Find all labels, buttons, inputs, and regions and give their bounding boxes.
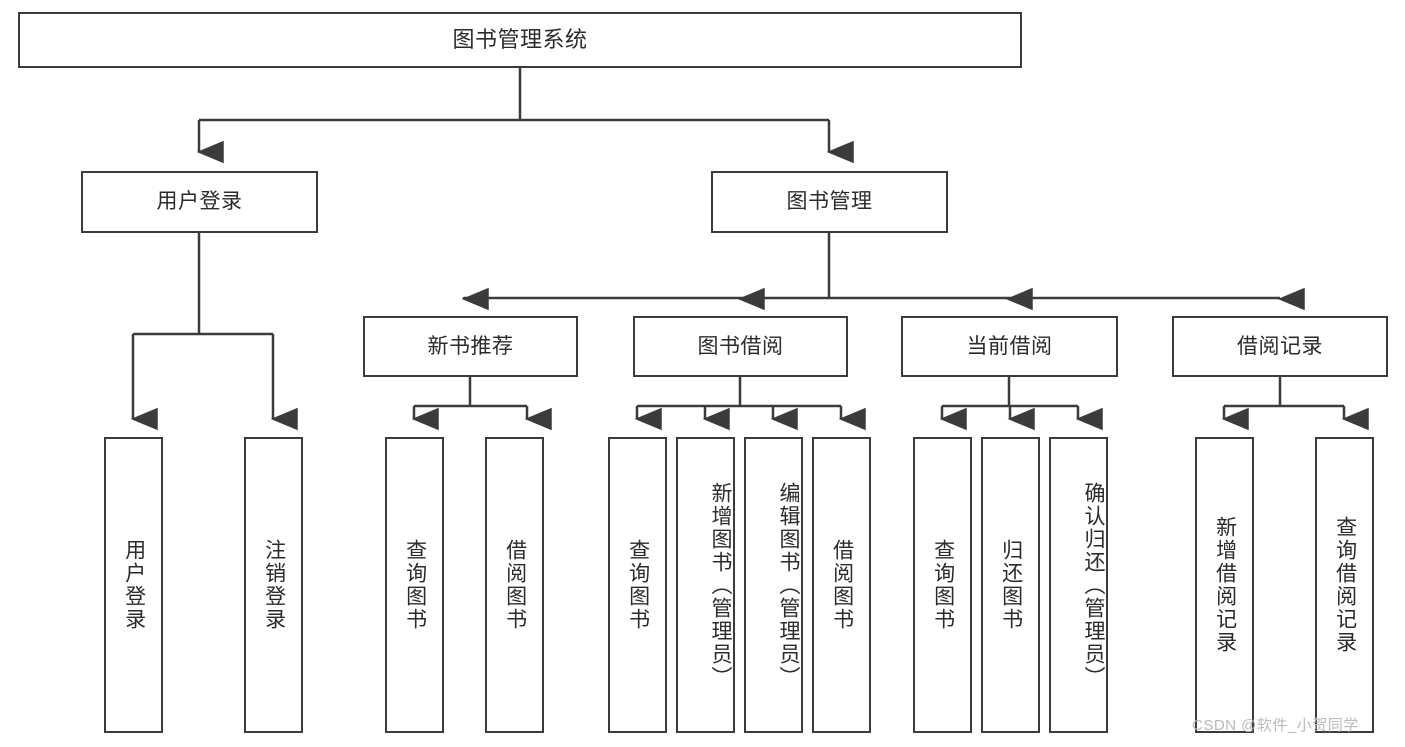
- node-label: 归还图书: [999, 539, 1023, 631]
- leaf-return-book[interactable]: 归还图书: [981, 437, 1040, 733]
- node-label: 注销登录: [262, 539, 286, 631]
- node-label: 借阅记录: [1237, 334, 1323, 358]
- leaf-logout[interactable]: 注销登录: [244, 437, 303, 733]
- leaf-add-book-admin[interactable]: 新增图书（管理员）: [676, 437, 735, 733]
- leaf-edit-book-admin[interactable]: 编辑图书（管理员）: [744, 437, 803, 733]
- node-label: 当前借阅: [966, 334, 1053, 358]
- node-label: 用户登录: [156, 190, 243, 214]
- leaf-confirm-return-admin[interactable]: 确认归还（管理员）: [1049, 437, 1108, 733]
- leaf-query-book-new[interactable]: 查询图书: [385, 437, 444, 733]
- node-label: 查询图书: [931, 539, 955, 631]
- node-label: 图书借阅: [697, 334, 784, 358]
- node-new-book-recommend[interactable]: 新书推荐: [363, 316, 578, 377]
- node-label: 确认归还（管理员）: [1082, 481, 1105, 689]
- node-user-login[interactable]: 用户登录: [81, 171, 318, 233]
- leaf-add-borrow-record[interactable]: 新增借阅记录: [1195, 437, 1254, 733]
- leaf-query-book-current[interactable]: 查询图书: [913, 437, 972, 733]
- node-current-borrow[interactable]: 当前借阅: [901, 316, 1118, 377]
- node-label: 编辑图书（管理员）: [777, 481, 800, 689]
- node-label: 新书推荐: [427, 334, 514, 358]
- node-label: 图书管理系统: [452, 26, 588, 52]
- node-label: 查询借阅记录: [1333, 516, 1357, 654]
- leaf-user-login[interactable]: 用户登录: [104, 437, 163, 733]
- node-label: 新增图书（管理员）: [709, 481, 732, 689]
- node-label: 用户登录: [122, 539, 146, 631]
- leaf-borrow-book-new[interactable]: 借阅图书: [485, 437, 544, 733]
- node-label: 借阅图书: [503, 539, 527, 631]
- node-root-system[interactable]: 图书管理系统: [18, 12, 1022, 68]
- node-label: 图书管理: [786, 190, 873, 214]
- node-borrow-record[interactable]: 借阅记录: [1172, 316, 1388, 377]
- leaf-query-book-borrow[interactable]: 查询图书: [608, 437, 667, 733]
- node-label: 新增借阅记录: [1213, 516, 1237, 654]
- node-book-management[interactable]: 图书管理: [711, 171, 948, 233]
- node-label: 查询图书: [626, 539, 650, 631]
- watermark-text: CSDN @软件_小贺同学: [1192, 717, 1359, 734]
- node-label: 查询图书: [403, 539, 427, 631]
- node-label: 借阅图书: [830, 539, 854, 631]
- leaf-borrow-book[interactable]: 借阅图书: [812, 437, 871, 733]
- leaf-query-borrow-record[interactable]: 查询借阅记录: [1315, 437, 1374, 733]
- node-book-borrow[interactable]: 图书借阅: [633, 316, 848, 377]
